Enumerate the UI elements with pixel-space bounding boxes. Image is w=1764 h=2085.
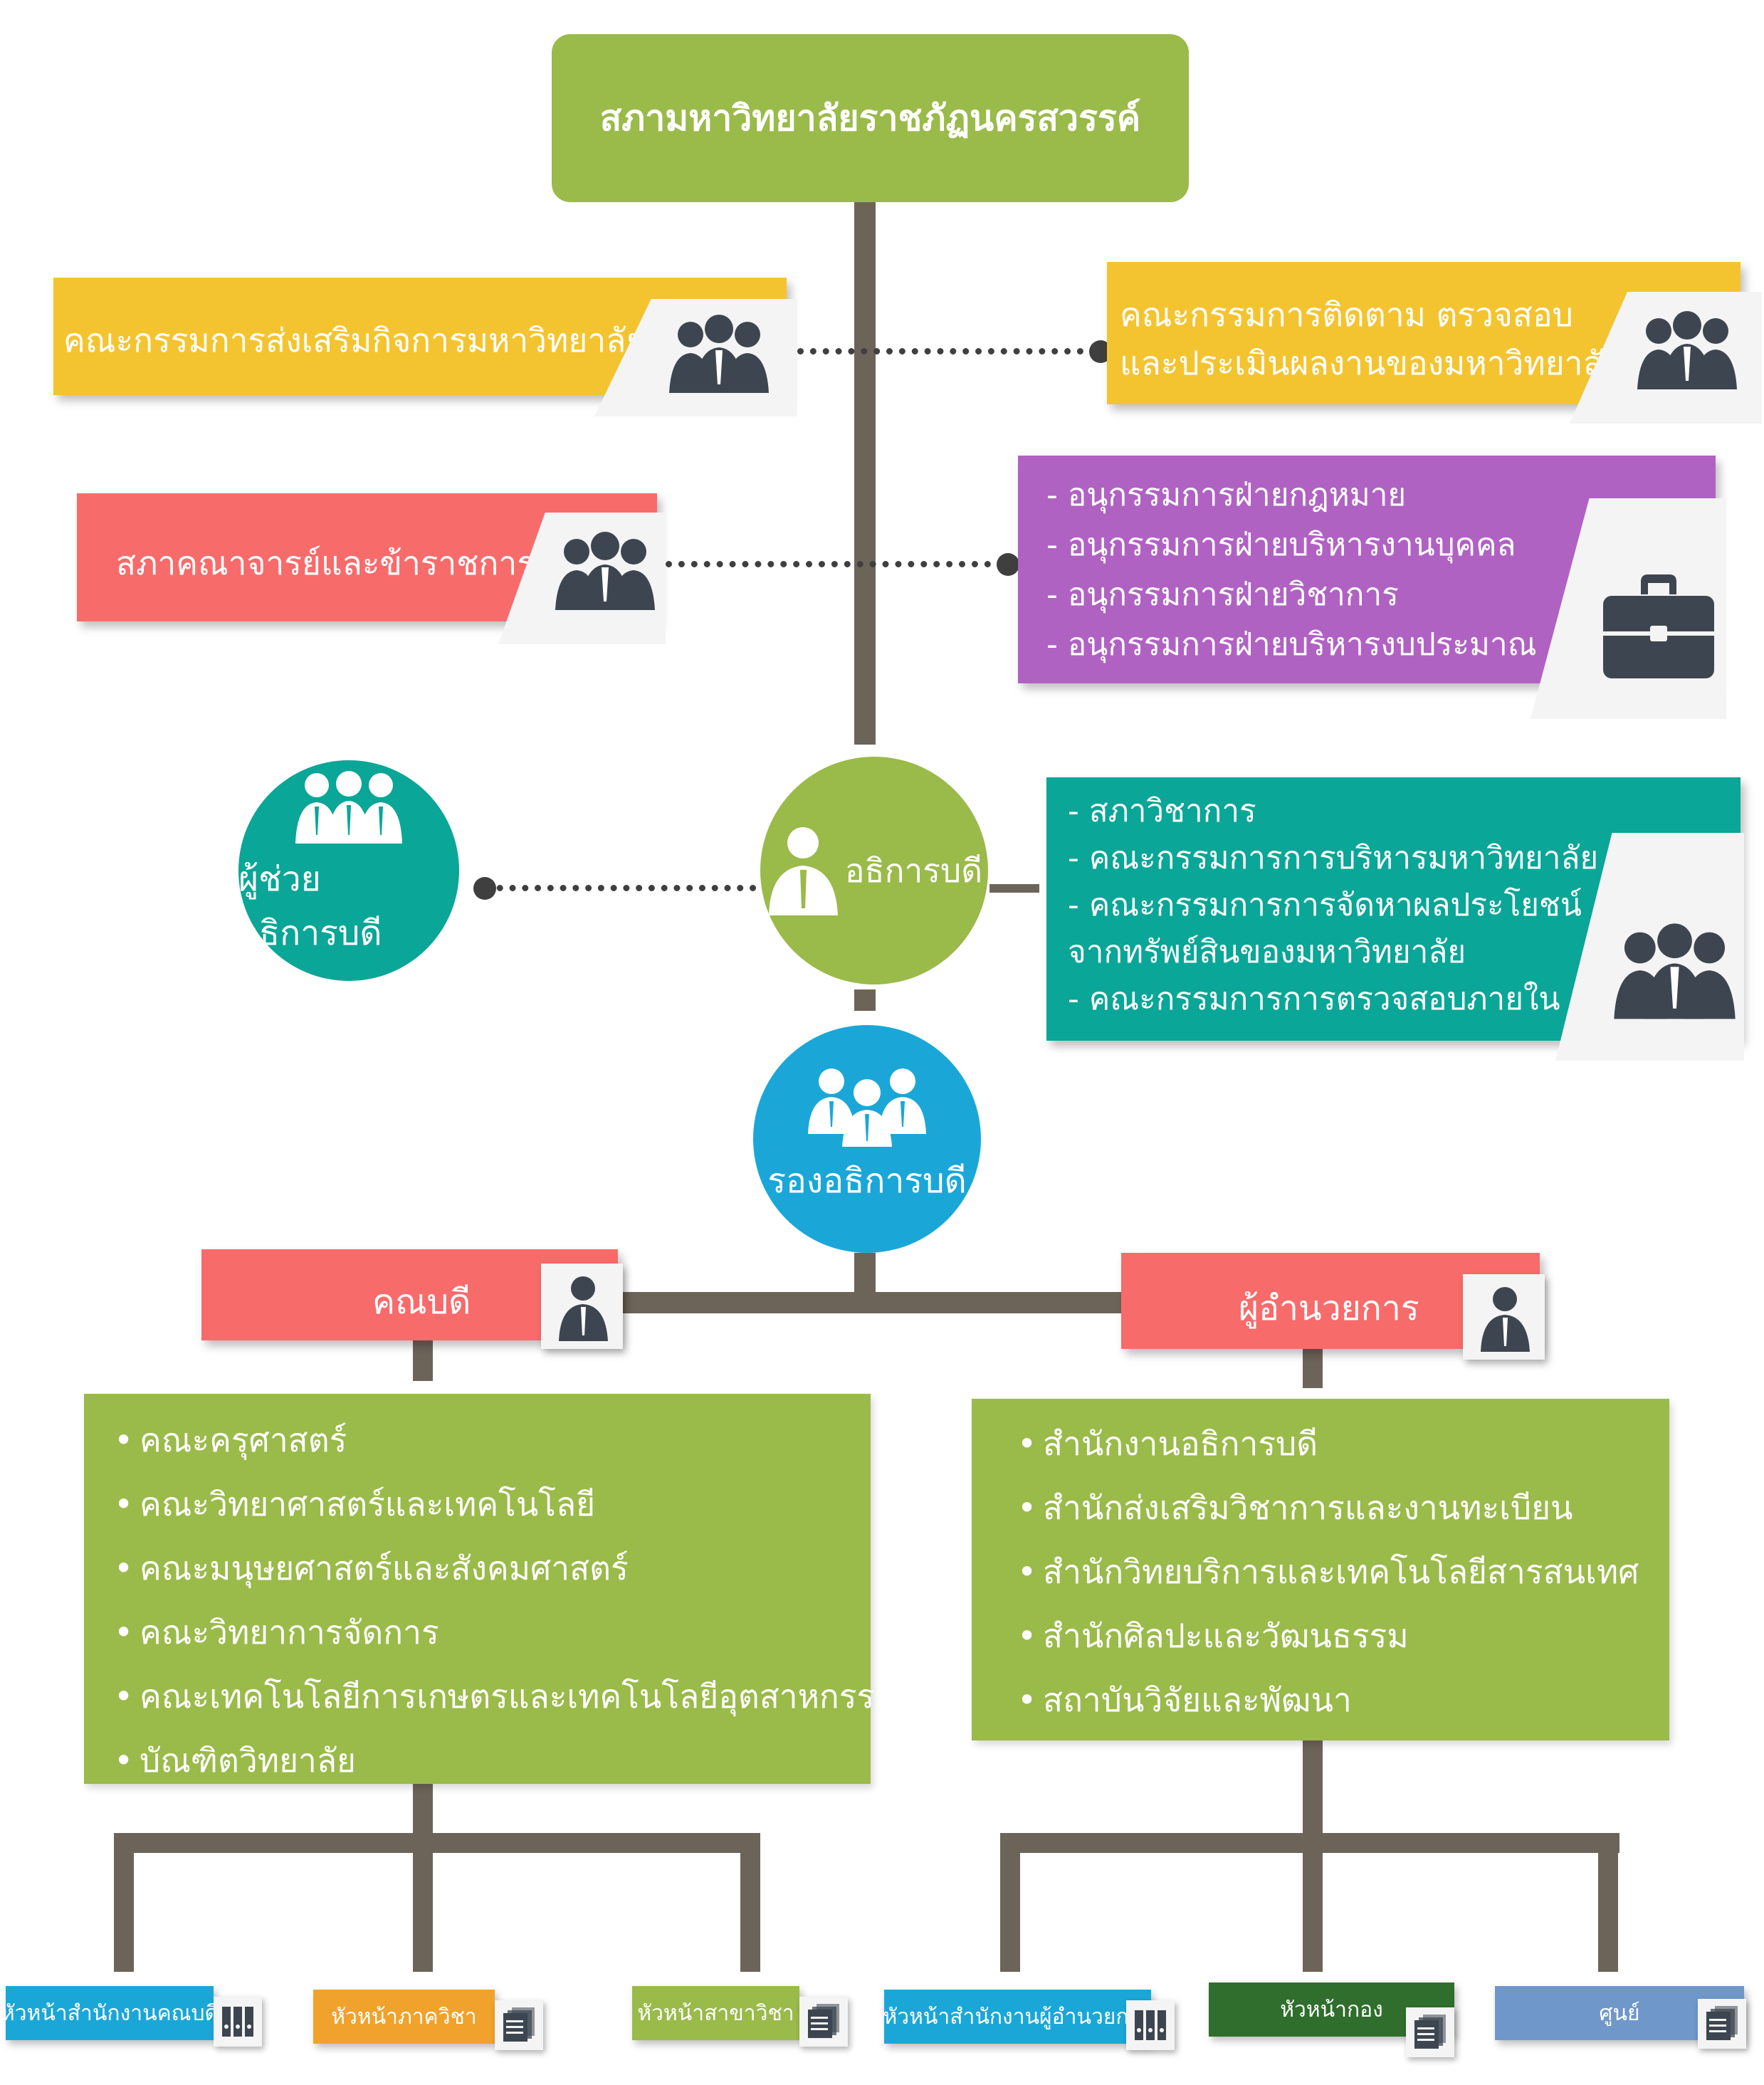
leaf-icon-box bbox=[1406, 2007, 1454, 2057]
leaf-label: หัวหน้ากอง bbox=[1280, 1997, 1383, 2022]
leaf-department-head: หัวหน้าภาควิชา bbox=[313, 1990, 495, 2044]
assistant-president-circle: ผู้ช่วยอธิการบดี bbox=[238, 760, 459, 981]
binders-icon bbox=[222, 2007, 253, 2037]
faculties-list-box: คณะครุศาสตร์ คณะวิทยาศาสตร์และเทคโนโลยี … bbox=[84, 1394, 896, 1792]
document-icon bbox=[1414, 2015, 1446, 2049]
faculty-item: คณะเทคโนโลยีการเกษตรและเทคโนโลยีอุตสาหกร… bbox=[114, 1664, 896, 1728]
president-committee-item: - สภาวิชาการ bbox=[1068, 793, 1256, 829]
dotted-link-assistant bbox=[484, 885, 769, 891]
university-council-title: สภามหาวิทยาลัยราชภัฏนครสวรรค์ bbox=[552, 34, 1189, 202]
leaf-director-office-head: หัวหน้าสำนักงานผู้อำนวยการ bbox=[883, 1990, 1153, 2044]
leaf-icon-box bbox=[495, 2000, 543, 2050]
person-icon bbox=[1481, 1287, 1530, 1352]
vice-president-label: รองอธิการบดี bbox=[767, 1161, 967, 1201]
person-icon bbox=[768, 827, 838, 915]
leaf-label: หัวหน้าสาขาวิชา bbox=[637, 2000, 794, 2026]
office-tree-drop-3 bbox=[1598, 1833, 1618, 1972]
trunk-line-mid bbox=[854, 989, 876, 1011]
document-icon bbox=[1706, 2006, 1738, 2040]
faculty-item: คณะวิทยาศาสตร์และเทคโนโลยี bbox=[114, 1472, 896, 1536]
offices-list-box: สำนักงานอธิการบดี สำนักส่งเสริมวิชาการแล… bbox=[972, 1399, 1669, 1740]
document-icon bbox=[808, 2004, 839, 2038]
faculty-tree-bar bbox=[114, 1833, 758, 1853]
leaf-label: ศูนย์ bbox=[1599, 2000, 1640, 2026]
office-tree-drop-2 bbox=[1303, 1833, 1323, 1972]
person-icon bbox=[559, 1276, 608, 1341]
group-icon bbox=[808, 1068, 926, 1147]
office-tree-drop-1 bbox=[1000, 1833, 1020, 1972]
leaf-label: หัวหน้าสำนักงานผู้อำนวยการ bbox=[883, 2004, 1153, 2029]
office-tree-stem bbox=[1303, 1735, 1323, 1849]
dotted-link-senate bbox=[666, 561, 1004, 567]
binders-icon bbox=[1135, 2010, 1166, 2040]
subcommittee-item: - อนุกรรมการฝ่ายวิชาการ bbox=[1046, 577, 1399, 613]
office-item: สำนักศิลปะและวัฒนธรรม bbox=[1017, 1604, 1639, 1668]
office-item: สถาบันวิจัยและพัฒนา bbox=[1017, 1668, 1639, 1732]
leaf-icon-box bbox=[1698, 1999, 1746, 2049]
president-committee-item: - คณะกรรมการการจัดหาผลประโยชน์ bbox=[1068, 887, 1582, 923]
leaf-dean-office-head: หัวหน้าสำนักงานคณบดี bbox=[1, 1986, 219, 2040]
dean-icon-box bbox=[541, 1264, 623, 1349]
subcommittee-item: - อนุกรรมการฝ่ายบริหารงานบุคคล bbox=[1046, 527, 1516, 563]
dotted-link-assistant-end bbox=[473, 877, 496, 900]
faculty-item: คณะมนุษยศาสตร์และสังคมศาสตร์ bbox=[114, 1536, 896, 1600]
director-icon-box bbox=[1463, 1274, 1545, 1360]
office-item: สำนักส่งเสริมวิชาการและงานทะเบียน bbox=[1017, 1476, 1639, 1540]
faculty-item: คณะวิทยาการจัดการ bbox=[114, 1600, 896, 1664]
dotted-link-promotion bbox=[797, 348, 1096, 354]
president-circle: อธิการบดี bbox=[760, 757, 988, 984]
document-icon bbox=[503, 2007, 535, 2042]
group-icon bbox=[1637, 311, 1737, 389]
subcommittee-item: - อนุกรรมการฝ่ายบริหารงบประมาณ bbox=[1046, 626, 1537, 663]
group-icon bbox=[1614, 923, 1736, 1019]
subcommittee-item: - อนุกรรมการฝ่ายกฎหมาย bbox=[1046, 477, 1407, 513]
leaf-label: หัวหน้าสำนักงานคณบดี bbox=[1, 2000, 219, 2026]
assistant-president-label: ผู้ช่วยอธิการบดี bbox=[238, 859, 382, 953]
president-label: อธิการบดี bbox=[844, 851, 983, 890]
faculty-senate-label: สภาคณาจารย์และข้าราชการ bbox=[116, 544, 535, 582]
dotted-link-senate-end bbox=[997, 553, 1019, 576]
faculty-tree-drop-1 bbox=[114, 1833, 134, 1972]
briefcase-icon bbox=[1603, 574, 1714, 678]
president-committee-item: - คณะกรรมการการบริหารมหาวิทยาลัย bbox=[1068, 840, 1599, 876]
president-committee-item: จากทรัพย์สินของมหาวิทยาลัย bbox=[1068, 934, 1466, 970]
leaf-label: หัวหน้าภาควิชา bbox=[331, 2004, 477, 2029]
president-committee-link bbox=[989, 884, 1039, 893]
dean-label: คณบดี bbox=[372, 1282, 471, 1322]
promotion-committee-label: คณะกรรมการส่งเสริมกิจการมหาวิทยาลัย bbox=[63, 321, 646, 359]
group-icon bbox=[669, 315, 769, 393]
group-icon bbox=[295, 771, 402, 844]
monitoring-committee-line-2: และประเมินผลงานของมหาวิทยาลัย bbox=[1120, 344, 1622, 382]
faculty-item: บัณฑิตวิทยาลัย bbox=[114, 1728, 896, 1792]
leaf-icon-box bbox=[1126, 2000, 1175, 2050]
office-item: สำนักวิทยบริการและเทคโนโลยีสารสนเทศ bbox=[1017, 1540, 1639, 1604]
leaf-program-head: หัวหน้าสาขาวิชา bbox=[632, 1986, 799, 2040]
monitoring-committee-line-1: คณะกรรมการติดตาม ตรวจสอบ bbox=[1120, 295, 1573, 334]
trunk-line-top bbox=[854, 202, 876, 745]
horizontal-branch-line bbox=[612, 1292, 1125, 1313]
director-label: ผู้อำนวยการ bbox=[1239, 1288, 1419, 1328]
leaf-icon-box bbox=[214, 1997, 262, 2047]
office-item: สำนักงานอธิการบดี bbox=[1017, 1412, 1639, 1476]
faculty-tree-drop-2 bbox=[413, 1833, 433, 1972]
leaf-icon-box bbox=[799, 1997, 848, 2047]
group-icon bbox=[555, 532, 655, 610]
faculty-item: คณะครุศาสตร์ bbox=[114, 1408, 896, 1472]
faculty-tree-drop-3 bbox=[740, 1833, 760, 1972]
vice-president-circle: รองอธิการบดี bbox=[753, 1025, 981, 1253]
president-committee-item: - คณะกรรมการการตรวจสอบภายใน bbox=[1068, 981, 1560, 1017]
